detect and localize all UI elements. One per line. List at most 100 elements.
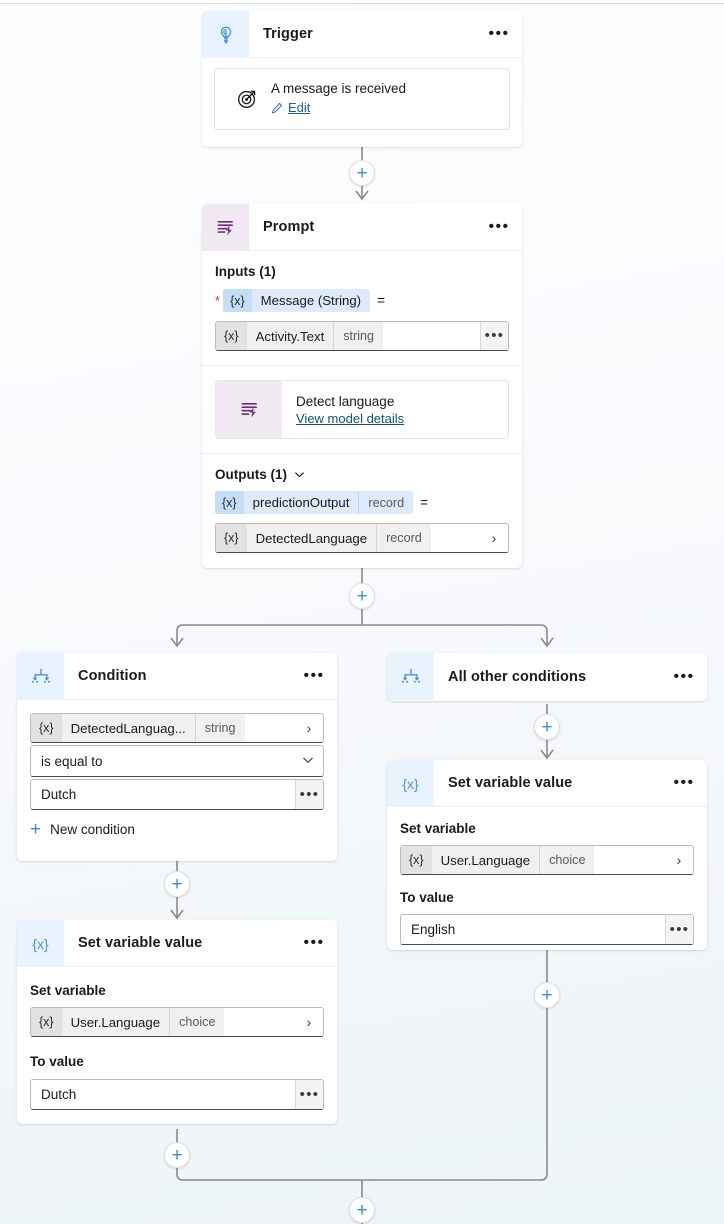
condition-value-more-button[interactable]: ••• xyxy=(295,780,323,809)
condition-header: Condition ••• xyxy=(17,653,337,700)
all-other-conditions-more-button[interactable]: ••• xyxy=(673,667,695,685)
pencil-icon xyxy=(271,102,283,114)
prompt-output-value-field[interactable]: {x} DetectedLanguage record › xyxy=(215,523,509,553)
node-set-variable-value-right[interactable]: {x} Set variable value ••• Set variable … xyxy=(387,760,707,950)
field-spacer xyxy=(245,714,295,742)
condition-more-button[interactable]: ••• xyxy=(303,667,325,684)
condition-operator-dropdown[interactable]: is equal to xyxy=(30,745,324,777)
condition-value-text: Dutch xyxy=(41,787,77,802)
condition-title: Condition xyxy=(78,668,147,684)
prompt-output-equals: = xyxy=(420,495,428,510)
new-condition-label: New condition xyxy=(50,822,135,837)
trigger-event-text: A message is received Edit xyxy=(271,79,406,119)
prompt-model-title: Detect language xyxy=(296,394,395,409)
prompt-model-details-link[interactable]: View model details xyxy=(296,411,405,426)
set-var-left-body: Set variable {x} User.Language choice › … xyxy=(17,967,337,1124)
new-condition-button[interactable]: + New condition xyxy=(30,818,324,840)
prompt-input-token[interactable]: {x} Message (String) xyxy=(223,289,371,312)
chevron-right-icon[interactable]: › xyxy=(306,1014,312,1030)
prompt-outputs-label: Outputs (1) xyxy=(215,467,287,482)
required-asterisk: * xyxy=(215,293,221,308)
prompt-more-button[interactable]: ••• xyxy=(488,218,510,235)
prompt-input-value-field[interactable]: {x} Activity.Text string ••• xyxy=(215,321,509,351)
set-var-right-more-button[interactable]: ••• xyxy=(673,774,695,791)
set-var-left-title: Set variable value xyxy=(78,935,203,951)
variable-x-icon: {x} xyxy=(31,714,62,742)
add-step-after-prompt[interactable]: + xyxy=(349,583,375,609)
node-condition[interactable]: Condition ••• {x} DetectedLanguag... str… xyxy=(17,653,337,861)
trigger-edit-link[interactable]: Edit xyxy=(271,100,310,115)
chevron-right-icon[interactable]: › xyxy=(306,720,312,736)
set-var-left-variable-name: User.Language xyxy=(70,1014,161,1030)
prompt-output-token[interactable]: {x} predictionOutput record xyxy=(215,491,414,514)
node-all-other-conditions[interactable]: All other conditions ••• xyxy=(387,653,707,701)
set-var-left-to-value-text: Dutch xyxy=(41,1087,77,1102)
branch-icon xyxy=(17,653,64,700)
add-step-after-all-other-conditions[interactable]: + xyxy=(534,714,560,740)
trigger-body: A message is received Edit xyxy=(202,58,522,142)
add-step-after-set-var-right[interactable]: + xyxy=(534,982,560,1008)
condition-value-field[interactable]: Dutch ••• xyxy=(30,779,324,810)
node-prompt[interactable]: Prompt ••• Inputs (1) * {x} Message (Str… xyxy=(202,204,522,568)
prompt-input-param: * {x} Message (String) = xyxy=(215,289,509,312)
prompt-output-param: {x} predictionOutput record = xyxy=(215,491,509,514)
condition-operand-type: string xyxy=(194,714,245,742)
node-trigger[interactable]: Trigger ••• A message is received xyxy=(202,11,522,147)
prompt-lightning-icon xyxy=(216,381,282,438)
variable-x-icon: {x} xyxy=(216,322,247,350)
prompt-inputs-section: Inputs (1) * {x} Message (String) = {x} … xyxy=(202,251,522,366)
set-var-right-to-value-more-button[interactable]: ••• xyxy=(665,915,693,944)
prompt-model-card[interactable]: Detect language View model details xyxy=(215,380,509,439)
prompt-output-value-chip: {x} DetectedLanguage record xyxy=(216,524,431,552)
trigger-more-button[interactable]: ••• xyxy=(488,25,510,42)
all-other-conditions-title: All other conditions xyxy=(448,668,587,685)
condition-operand-field[interactable]: {x} DetectedLanguag... string › xyxy=(30,713,324,743)
field-spacer xyxy=(224,1008,295,1036)
set-var-left-more-button[interactable]: ••• xyxy=(303,934,325,951)
add-step-after-condition[interactable]: + xyxy=(164,871,190,897)
add-step-after-set-var-left[interactable]: + xyxy=(164,1142,190,1168)
set-var-left-variable-chip: {x} User.Language choice xyxy=(31,1008,225,1036)
condition-operator-value: is equal to xyxy=(41,753,103,769)
plus-icon: + xyxy=(30,818,42,840)
trigger-event-card[interactable]: A message is received Edit xyxy=(214,68,510,130)
prompt-input-name: Message (String) xyxy=(260,293,362,308)
set-var-right-to-value-field[interactable]: English ••• xyxy=(400,914,694,945)
set-var-left-to-value-field[interactable]: Dutch ••• xyxy=(30,1079,324,1110)
prompt-outputs-label-row[interactable]: Outputs (1) xyxy=(215,467,509,482)
condition-operand-chip: {x} DetectedLanguag... string xyxy=(31,714,245,742)
add-step-after-trigger[interactable]: + xyxy=(349,160,375,186)
condition-body: {x} DetectedLanguag... string › is equal… xyxy=(17,700,337,851)
set-var-right-variable-field[interactable]: {x} User.Language choice › xyxy=(400,845,694,875)
variable-x-icon: {x} xyxy=(216,524,247,552)
prompt-title: Prompt xyxy=(263,219,315,235)
prompt-lightning-icon xyxy=(202,204,249,251)
prompt-output-value-name: DetectedLanguage xyxy=(255,530,368,546)
trigger-event-title: A message is received xyxy=(271,81,407,96)
add-step-after-merge[interactable]: + xyxy=(349,1197,375,1223)
field-spacer xyxy=(594,846,665,874)
variable-x-icon: {x} xyxy=(401,846,432,874)
set-var-left-to-value-more-button[interactable]: ••• xyxy=(295,1080,323,1109)
set-var-right-to-value-text: English xyxy=(411,922,456,937)
set-var-right-variable-name: User.Language xyxy=(440,852,531,868)
set-var-left-header: {x} Set variable value ••• xyxy=(17,920,337,967)
prompt-input-value-more-button[interactable]: ••• xyxy=(480,322,508,350)
variable-x-icon: {x} xyxy=(31,1008,62,1036)
variable-x-icon: {x} xyxy=(17,920,64,967)
chevron-down-icon[interactable] xyxy=(294,469,305,480)
variable-x-icon: {x} xyxy=(223,289,252,312)
set-var-right-variable-chip: {x} User.Language choice xyxy=(401,846,595,874)
set-var-left-variable-field[interactable]: {x} User.Language choice › xyxy=(30,1007,324,1037)
set-var-right-variable-type: choice xyxy=(539,846,594,874)
node-set-variable-value-left[interactable]: {x} Set variable value ••• Set variable … xyxy=(17,920,337,1124)
set-var-right-header: {x} Set variable value ••• xyxy=(387,760,707,807)
field-spacer xyxy=(383,322,480,350)
prompt-output-type: record xyxy=(358,491,413,514)
chevron-right-icon[interactable]: › xyxy=(676,852,682,868)
chevron-right-icon[interactable]: › xyxy=(491,530,497,546)
set-var-right-to-value-label: To value xyxy=(400,890,454,905)
prompt-inputs-label: Inputs (1) xyxy=(215,264,276,279)
condition-operand-name: DetectedLanguag... xyxy=(70,720,186,736)
prompt-model-text: Detect language View model details xyxy=(282,381,404,438)
